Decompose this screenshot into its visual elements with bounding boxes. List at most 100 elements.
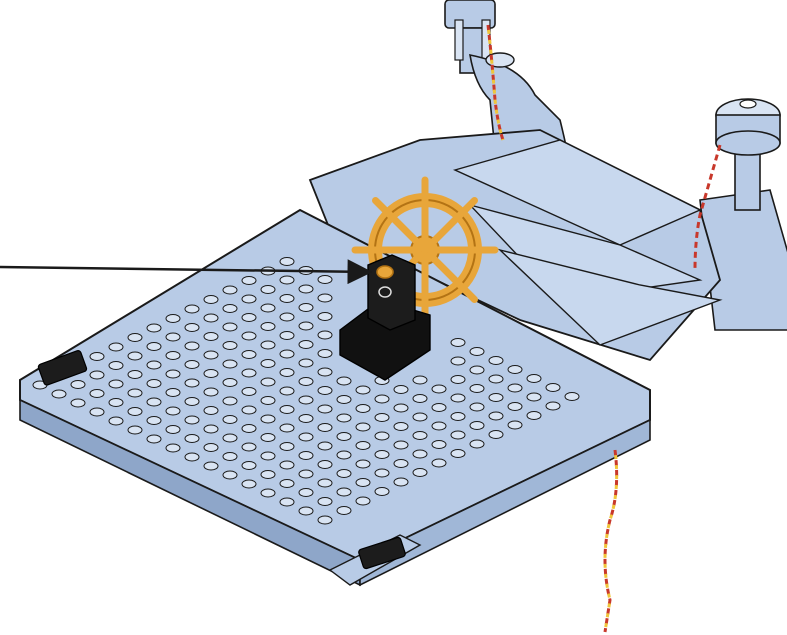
stud	[337, 507, 351, 515]
stud	[204, 407, 218, 415]
stud	[375, 414, 389, 422]
stud	[280, 461, 294, 469]
stud	[261, 434, 275, 442]
stud	[242, 332, 256, 340]
stud	[261, 378, 275, 386]
stud	[280, 406, 294, 414]
stud	[280, 350, 294, 358]
stud	[489, 431, 503, 439]
stud	[318, 276, 332, 284]
stud	[432, 404, 446, 412]
stud	[299, 396, 313, 404]
stud	[280, 387, 294, 395]
stud	[166, 426, 180, 434]
stud	[546, 384, 560, 392]
stud	[470, 422, 484, 430]
stud	[299, 341, 313, 349]
stud	[451, 450, 465, 458]
stud	[147, 435, 161, 443]
stud	[128, 352, 142, 360]
stud	[204, 333, 218, 341]
stud	[261, 397, 275, 405]
stud	[318, 331, 332, 339]
stud	[109, 362, 123, 370]
stud	[527, 375, 541, 383]
stud	[147, 417, 161, 425]
stud	[299, 378, 313, 386]
stud	[204, 425, 218, 433]
stud	[185, 361, 199, 369]
stud	[166, 315, 180, 323]
stud	[375, 451, 389, 459]
stud	[185, 305, 199, 313]
mast-right	[700, 99, 787, 330]
stud	[166, 389, 180, 397]
stud	[470, 440, 484, 448]
stud	[299, 322, 313, 330]
stud	[375, 432, 389, 440]
stud	[451, 431, 465, 439]
stud	[242, 443, 256, 451]
stud	[223, 434, 237, 442]
stud	[470, 348, 484, 356]
stud	[147, 361, 161, 369]
stud	[394, 460, 408, 468]
stud	[546, 402, 560, 410]
stud	[337, 451, 351, 459]
stud	[356, 479, 370, 487]
stud	[356, 405, 370, 413]
stud	[223, 342, 237, 350]
stud	[242, 406, 256, 414]
stud	[413, 395, 427, 403]
stud	[394, 404, 408, 412]
stud	[128, 389, 142, 397]
stud	[451, 357, 465, 365]
stud	[489, 357, 503, 365]
stud	[508, 421, 522, 429]
stud	[318, 387, 332, 395]
stud	[204, 314, 218, 322]
stud	[470, 366, 484, 374]
stud	[470, 385, 484, 393]
stud	[299, 415, 313, 423]
stud	[71, 381, 85, 389]
stud	[318, 498, 332, 506]
stud	[356, 460, 370, 468]
stud	[318, 461, 332, 469]
stud	[90, 408, 104, 416]
stud	[299, 452, 313, 460]
stud	[242, 369, 256, 377]
stud	[185, 453, 199, 461]
stud	[242, 425, 256, 433]
stud	[185, 324, 199, 332]
stud	[166, 352, 180, 360]
stud	[451, 394, 465, 402]
stud	[489, 375, 503, 383]
stud	[223, 453, 237, 461]
stud	[280, 498, 294, 506]
stud	[261, 286, 275, 294]
stud	[185, 416, 199, 424]
stud	[318, 442, 332, 450]
stud	[204, 296, 218, 304]
stud	[185, 398, 199, 406]
stud	[432, 422, 446, 430]
stud	[261, 360, 275, 368]
stud	[394, 441, 408, 449]
stud	[204, 444, 218, 452]
stud	[508, 366, 522, 374]
stud	[280, 332, 294, 340]
stud	[204, 388, 218, 396]
stud	[413, 450, 427, 458]
stud	[451, 413, 465, 421]
stud	[451, 376, 465, 384]
stud	[508, 403, 522, 411]
stud	[147, 380, 161, 388]
stud	[299, 489, 313, 497]
stud	[109, 399, 123, 407]
stud	[147, 343, 161, 351]
stud	[394, 423, 408, 431]
stud	[204, 370, 218, 378]
stud	[185, 435, 199, 443]
